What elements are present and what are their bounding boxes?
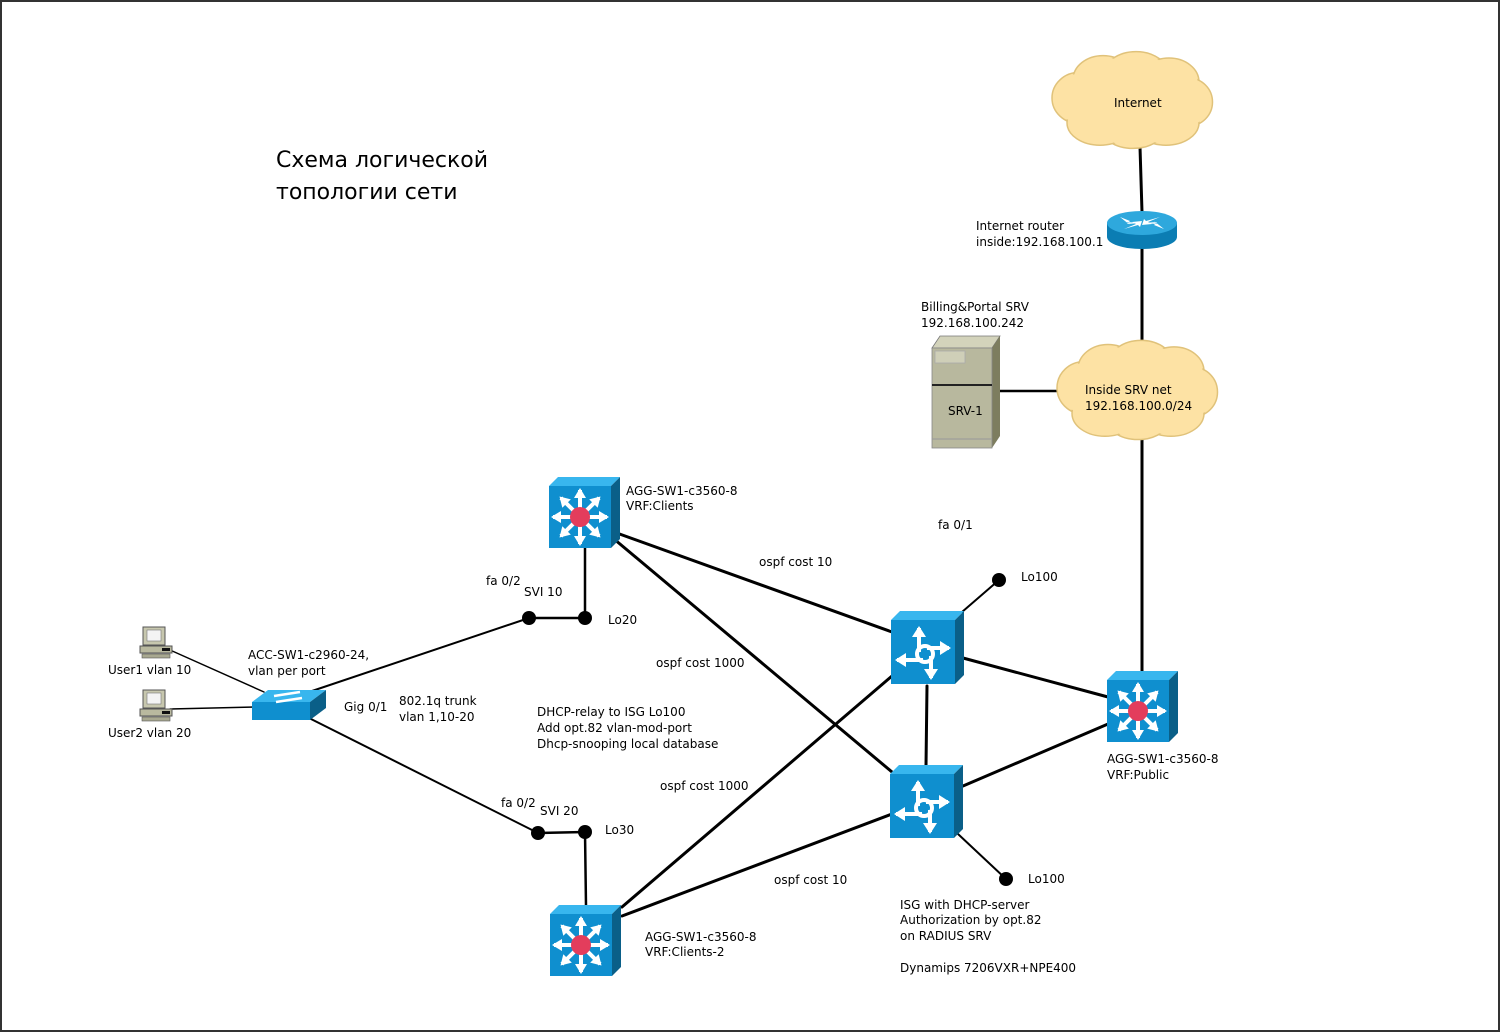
link-agg-clients-isg-bottom — [612, 537, 894, 774]
link-isg-top-agg-public — [961, 656, 1110, 699]
inside-srv-label-2: 192.168.100.0/24 — [1085, 399, 1193, 413]
fa02-top-label: fa 0/2 — [486, 574, 521, 588]
isg-note-line-4: Dynamips 7206VXR+NPE400 — [900, 961, 1077, 975]
title-line-2: топологии сети — [276, 180, 458, 205]
lo20-dot — [578, 611, 592, 625]
link-agg-clients-isg-top — [612, 530, 894, 634]
inside-srv-cloud-icon — [1056, 339, 1219, 441]
inside-srv-label-1: Inside SRV net — [1085, 383, 1172, 397]
agg-clients2-switch-icon — [550, 905, 621, 976]
link-acc-svi20 — [308, 717, 539, 834]
billing-server-label-1: Billing&Portal SRV — [921, 300, 1029, 314]
link-lo30-agg-clients2 — [583, 830, 588, 908]
isg-top-router-icon — [891, 611, 964, 684]
link-acc-svi10 — [308, 617, 530, 693]
fa01-label: fa 0/1 — [938, 518, 973, 532]
agg-public-switch-icon — [1107, 671, 1178, 742]
gig01-label: Gig 0/1 — [344, 700, 388, 714]
internet-cloud-label: Internet — [1114, 96, 1162, 110]
internet-router-icon — [1107, 211, 1177, 249]
lo100-top-label: Lo100 — [1021, 570, 1058, 584]
svi20-dot — [531, 826, 545, 840]
ospf-clients2-isg-top-label: ospf cost 1000 — [660, 779, 749, 793]
isg-note-line-3: on RADIUS SRV — [900, 929, 992, 943]
internet-router-label-1: Internet router — [976, 219, 1065, 233]
lo20-label: Lo20 — [608, 613, 638, 627]
link-internet-router — [1138, 145, 1144, 214]
agg-clients2-label-2: VRF:Clients-2 — [645, 945, 725, 959]
trunk-label-2: vlan 1,10-20 — [399, 710, 475, 724]
ospf-clients2-isg-bottom-label: ospf cost 10 — [774, 873, 848, 887]
trunk-label-1: 802.1q trunk — [399, 694, 477, 708]
isg-note-line-2: Authorization by opt.82 — [900, 913, 1042, 927]
user2-pc-icon — [139, 689, 173, 722]
svi20-label: SVI 20 — [540, 804, 579, 818]
ospf-clients-isg-bottom-label: ospf cost 1000 — [656, 656, 745, 670]
lo100-bottom-dot — [999, 872, 1013, 886]
fa02-bottom-label: fa 0/2 — [501, 796, 536, 810]
isg-bottom-router-icon — [890, 765, 963, 838]
link-isg-bottom-agg-public — [961, 722, 1110, 788]
svi10-label: SVI 10 — [524, 585, 563, 599]
lo30-label: Lo30 — [605, 823, 635, 837]
dhcp-note-line-1: DHCP-relay to ISG Lo100 — [537, 705, 686, 719]
agg-clients-switch-icon — [549, 477, 620, 548]
user2-label: User2 vlan 20 — [108, 726, 192, 740]
user1-pc-icon — [139, 626, 173, 659]
lo100-bottom-label: Lo100 — [1028, 872, 1065, 886]
billing-server-label-2: 192.168.100.242 — [921, 316, 1025, 330]
agg-public-label-2: VRF:Public — [1107, 768, 1170, 782]
isg-note-line-1: ISG with DHCP-server — [900, 898, 1030, 912]
agg-clients-label-2: VRF:Clients — [626, 499, 694, 513]
link-svi20-lo30 — [536, 830, 587, 835]
link-agg-clients2-isg-bottom — [620, 812, 894, 918]
svi10-dot — [522, 611, 536, 625]
internet-router-label-2: inside:192.168.100.1 — [976, 235, 1104, 249]
agg-clients-label-1: AGG-SW1-c3560-8 — [626, 484, 738, 498]
internet-cloud-icon — [1051, 50, 1214, 150]
diagram-title: Схема логической топологии сети — [276, 145, 488, 209]
acc-switch-label-1: ACC-SW1-c2960-24, — [248, 648, 370, 662]
lo100-top-dot — [992, 573, 1006, 587]
server-name-label: SRV-1 — [948, 404, 983, 418]
link-user1-acc — [169, 649, 265, 693]
server-icon — [931, 335, 1001, 449]
user1-label: User1 vlan 10 — [108, 663, 192, 677]
link-user2-acc — [169, 706, 258, 710]
dhcp-note-line-2: Add opt.82 vlan-mod-port — [537, 721, 692, 735]
agg-clients2-label-1: AGG-SW1-c3560-8 — [645, 930, 757, 944]
link-isg-top-isg-bottom — [924, 684, 929, 768]
acc-switch-icon — [252, 690, 326, 720]
link-isg-top-lo100 — [961, 579, 1000, 613]
link-isg-bottom-lo100 — [957, 833, 1007, 880]
acc-switch-label-2: vlan per port — [248, 664, 326, 678]
lo30-dot — [578, 825, 592, 839]
agg-public-label-1: AGG-SW1-c3560-8 — [1107, 752, 1219, 766]
link-agg-clients2-isg-top — [620, 674, 894, 909]
title-line-1: Схема логической — [276, 148, 489, 173]
ospf-clients-isg-top-label: ospf cost 10 — [759, 555, 833, 569]
dhcp-note-line-3: Dhcp-snooping local database — [537, 737, 719, 751]
